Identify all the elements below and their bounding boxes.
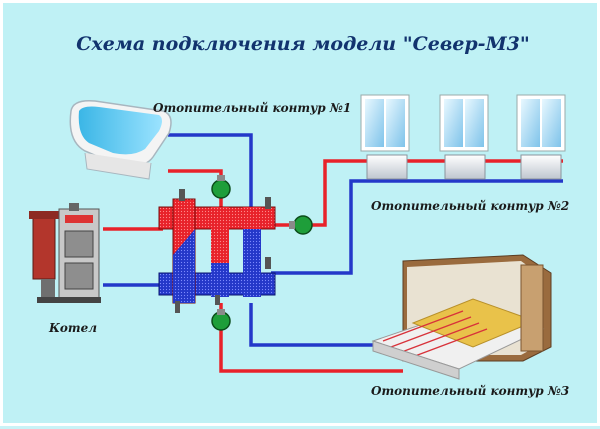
scheme-drawing xyxy=(29,94,566,380)
bathtub-icon xyxy=(69,99,172,180)
underfloor-heating-icon xyxy=(371,254,552,380)
circuit-3-label: Отопительный контур №3 xyxy=(371,384,570,398)
pump-icon xyxy=(211,175,313,331)
radiator-icon xyxy=(366,154,562,180)
circuit-2-label: Отопительный контур №2 xyxy=(371,199,570,213)
circuit-1-label: Отопительный контур №1 xyxy=(153,101,352,115)
diagram-title: Схема подключения модели "Север-М3" xyxy=(76,33,530,55)
hydraulic-separator-icon xyxy=(158,189,276,313)
window-icon xyxy=(360,94,566,152)
boiler-icon xyxy=(29,203,101,303)
boiler-label: Котел xyxy=(49,321,98,335)
